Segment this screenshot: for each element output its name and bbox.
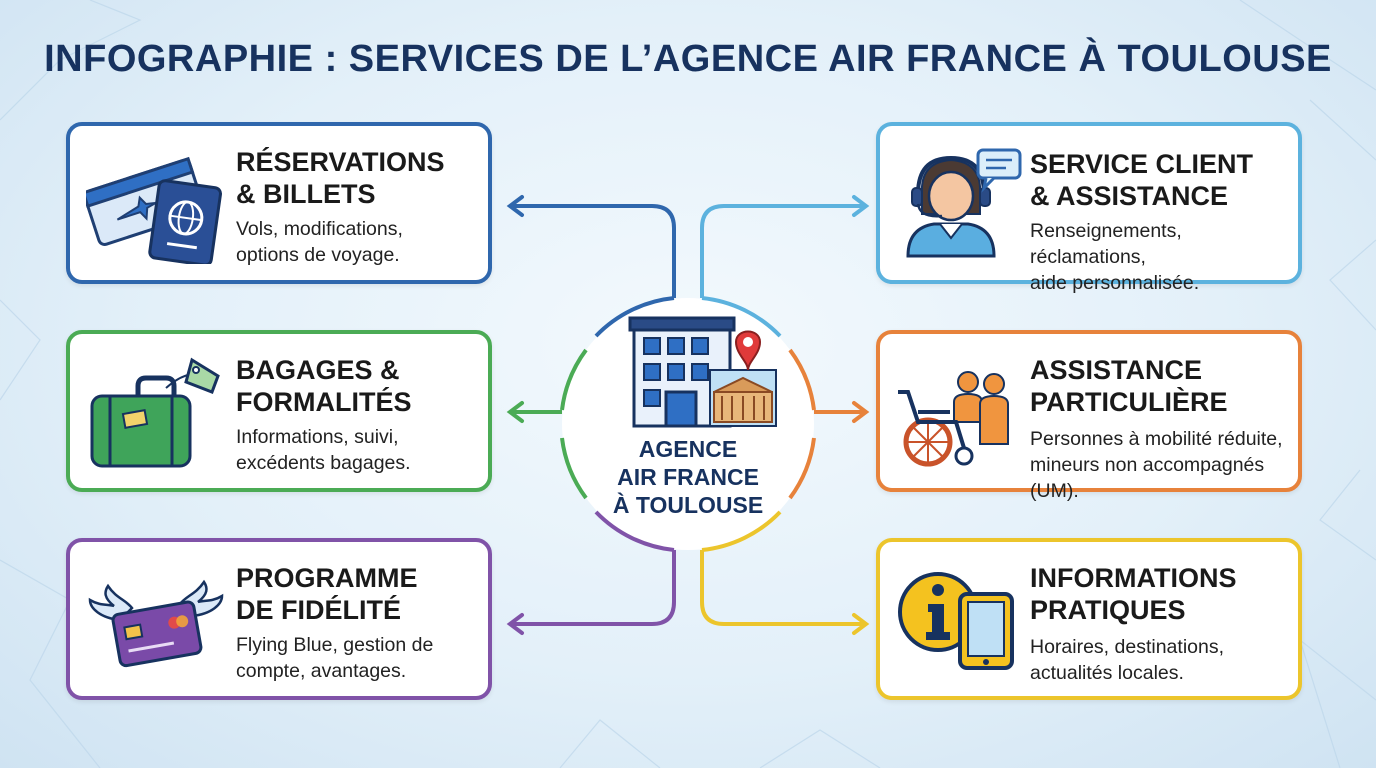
card-title: ASSISTANCE PARTICULIÈRE	[1030, 355, 1228, 417]
headset-agent-icon	[906, 148, 1022, 258]
card-service-client[interactable]: SERVICE CLIENT & ASSISTANCE Renseignemen…	[876, 122, 1302, 294]
card-description: Horaires, destinations, actualités local…	[1030, 636, 1225, 684]
info-tablet-icon	[898, 572, 1014, 670]
card-description: Flying Blue, gestion de compte, avantage…	[236, 634, 434, 682]
card-title: PROGRAMME DE FIDÉLITÉ	[236, 563, 418, 625]
card-assistance-particuliere[interactable]: ASSISTANCE PARTICULIÈRE Personnes à mobi…	[876, 330, 1302, 502]
card-reservations[interactable]: RÉSERVATIONS & BILLETS Vols, modificatio…	[66, 122, 492, 284]
card-description: Renseignements, réclamations, aide perso…	[1030, 220, 1200, 294]
wheelchair-people-icon	[898, 371, 1009, 467]
hub-label: AGENCE AIR FRANCE À TOULOUSE	[612, 436, 764, 518]
connector-service	[700, 204, 864, 298]
card-bagages[interactable]: BAGAGES & FORMALITÉS Informations, suivi…	[66, 330, 492, 492]
card-informations-pratiques[interactable]: INFORMATIONS PRATIQUES Horaires, destina…	[876, 538, 1302, 700]
card-description: Informations, suivi, excédents bagages.	[236, 426, 411, 474]
card-description: Vols, modifications, options de voyage.	[236, 218, 403, 266]
connector-infos	[700, 550, 864, 626]
card-title: INFORMATIONS PRATIQUES	[1030, 563, 1237, 625]
ticket-passport-icon	[86, 156, 222, 264]
card-description: Personnes à mobilité réduite, mineurs no…	[1030, 428, 1283, 502]
connector-fidelite	[512, 550, 676, 626]
winged-card-icon	[88, 579, 224, 668]
building-location-icon	[628, 316, 777, 428]
connector-reservations	[512, 204, 676, 298]
card-title: RÉSERVATIONS & BILLETS	[236, 147, 445, 209]
card-fidelite[interactable]: PROGRAMME DE FIDÉLITÉ Flying Blue, gesti…	[66, 538, 492, 700]
card-title: BAGAGES & FORMALITÉS	[236, 355, 412, 417]
page-title: INFOGRAPHIE : SERVICES DE L’AGENCE AIR F…	[44, 38, 1332, 80]
suitcase-tag-icon	[90, 357, 220, 468]
card-title: SERVICE CLIENT & ASSISTANCE	[1030, 149, 1254, 211]
